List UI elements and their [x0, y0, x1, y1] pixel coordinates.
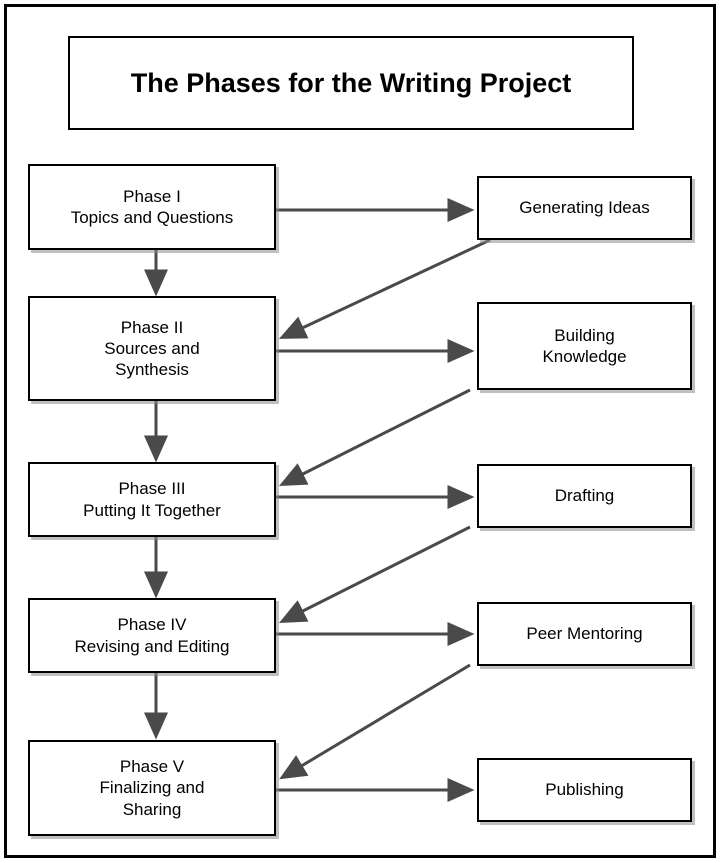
node-phase-3-label: Phase III Putting It Together — [83, 479, 221, 520]
node-phase-5[interactable]: Phase V Finalizing and Sharing — [28, 740, 276, 836]
diagram-title-box: The Phases for the Writing Project — [68, 36, 634, 130]
node-phase-2-label: Phase II Sources and Synthesis — [104, 317, 200, 380]
node-activity-1[interactable]: Generating Ideas — [477, 176, 692, 240]
diagram-frame — [4, 4, 716, 858]
page-title: The Phases for the Writing Project — [130, 67, 572, 98]
node-activity-4[interactable]: Peer Mentoring — [477, 602, 692, 666]
node-activity-1-label: Generating Ideas — [519, 198, 650, 218]
node-activity-5[interactable]: Publishing — [477, 758, 692, 822]
node-phase-1-label: Phase I Topics and Questions — [70, 186, 234, 227]
node-activity-3[interactable]: Drafting — [477, 464, 692, 528]
node-phase-1[interactable]: Phase I Topics and Questions — [28, 164, 276, 250]
node-phase-4[interactable]: Phase IV Revising and Editing — [28, 598, 276, 673]
node-activity-4-label: Peer Mentoring — [526, 624, 643, 644]
node-activity-2[interactable]: Building Knowledge — [477, 302, 692, 390]
node-activity-5-label: Publishing — [545, 780, 624, 800]
node-phase-3[interactable]: Phase III Putting It Together — [28, 462, 276, 537]
node-activity-2-label: Building Knowledge — [542, 325, 627, 366]
node-phase-4-label: Phase IV Revising and Editing — [74, 615, 230, 656]
node-phase-5-label: Phase V Finalizing and Sharing — [99, 757, 205, 819]
node-phase-2[interactable]: Phase II Sources and Synthesis — [28, 296, 276, 401]
node-activity-3-label: Drafting — [554, 486, 615, 506]
